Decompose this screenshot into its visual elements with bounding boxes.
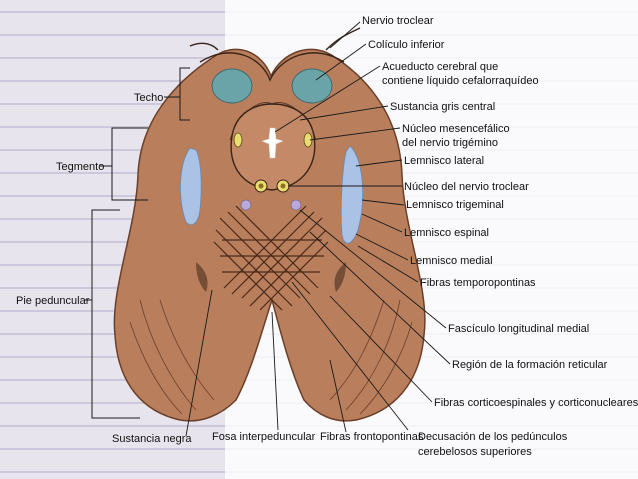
leader-lines bbox=[185, 21, 451, 437]
label-decusacion-line2: cerebelosos superiores bbox=[418, 446, 532, 458]
bracket-tegmento bbox=[100, 127, 148, 201]
midbrain-section bbox=[113, 48, 426, 422]
right-colliculus bbox=[291, 68, 333, 104]
label-fibras-corticoespinales: Fibras corticoespinales y corticonuclear… bbox=[434, 397, 638, 409]
right-trochlear-nucleus-center bbox=[280, 183, 286, 189]
left-trochlear-nerve bbox=[189, 42, 219, 51]
crus-cerebri-fibers bbox=[129, 299, 413, 415]
label-techo: Techo bbox=[134, 92, 163, 104]
left-mesencephalic-nucleus bbox=[233, 132, 243, 148]
left-colliculus bbox=[211, 68, 253, 104]
label-decusacion-line1: Decusación de los pedúnculos bbox=[418, 431, 568, 443]
tectum-outline bbox=[199, 52, 345, 82]
label-lemnisco-lateral: Lemnisco lateral bbox=[404, 155, 484, 167]
right-mlf bbox=[290, 199, 302, 211]
label-pie-peduncular: Pie peduncular bbox=[16, 295, 90, 307]
label-acueducto-line1: Acueducto cerebral que bbox=[382, 61, 498, 73]
right-substantia-nigra bbox=[334, 262, 346, 292]
label-lemnisco-medial: Lemnisco medial bbox=[410, 255, 493, 267]
label-tegmento: Tegmento bbox=[56, 161, 104, 173]
label-lemnisco-trigeminal: Lemnisco trigeminal bbox=[406, 199, 504, 211]
label-sustancia-negra: Sustancia negra bbox=[112, 433, 192, 445]
label-formacion-reticular: Región de la formación reticular bbox=[452, 359, 608, 371]
left-substantia-nigra bbox=[196, 262, 208, 292]
right-lemniscus bbox=[340, 145, 364, 244]
bracket-techo bbox=[164, 67, 190, 121]
left-lemniscus bbox=[180, 147, 202, 226]
left-mlf bbox=[240, 199, 252, 211]
cerebral-aqueduct bbox=[261, 127, 284, 159]
superior-cerebellar-peduncle-decussation bbox=[213, 205, 329, 311]
label-nucleo-troclear: Núcleo del nervio troclear bbox=[404, 181, 529, 193]
label-nucleo-mesencefalico-line1: Núcleo mesencefálico bbox=[402, 123, 510, 135]
label-fibras-temporopontinas: Fibras temporopontinas bbox=[420, 277, 536, 289]
label-fibras-frontopontinas: Fibras frontopontinas bbox=[320, 431, 424, 443]
label-nucleo-mesencefalico-line2: del nervio trigémino bbox=[402, 137, 498, 149]
label-lemnisco-espinal: Lemnisco espinal bbox=[404, 227, 489, 239]
left-trochlear-nucleus-center bbox=[258, 183, 264, 189]
label-sustancia-gris-central: Sustancia gris central bbox=[390, 101, 495, 113]
label-acueducto-line2: contiene líquido cefalorraquídeo bbox=[382, 75, 539, 87]
label-fosa-interpeduncular: Fosa interpeduncular bbox=[212, 431, 316, 443]
bracket-pie bbox=[84, 209, 140, 419]
label-fasciculo-longitudinal: Fascículo longitudinal medial bbox=[448, 323, 589, 335]
label-nervio-troclear: Nervio troclear bbox=[362, 15, 434, 27]
label-coliculo-inferior: Colículo inferior bbox=[368, 39, 445, 51]
